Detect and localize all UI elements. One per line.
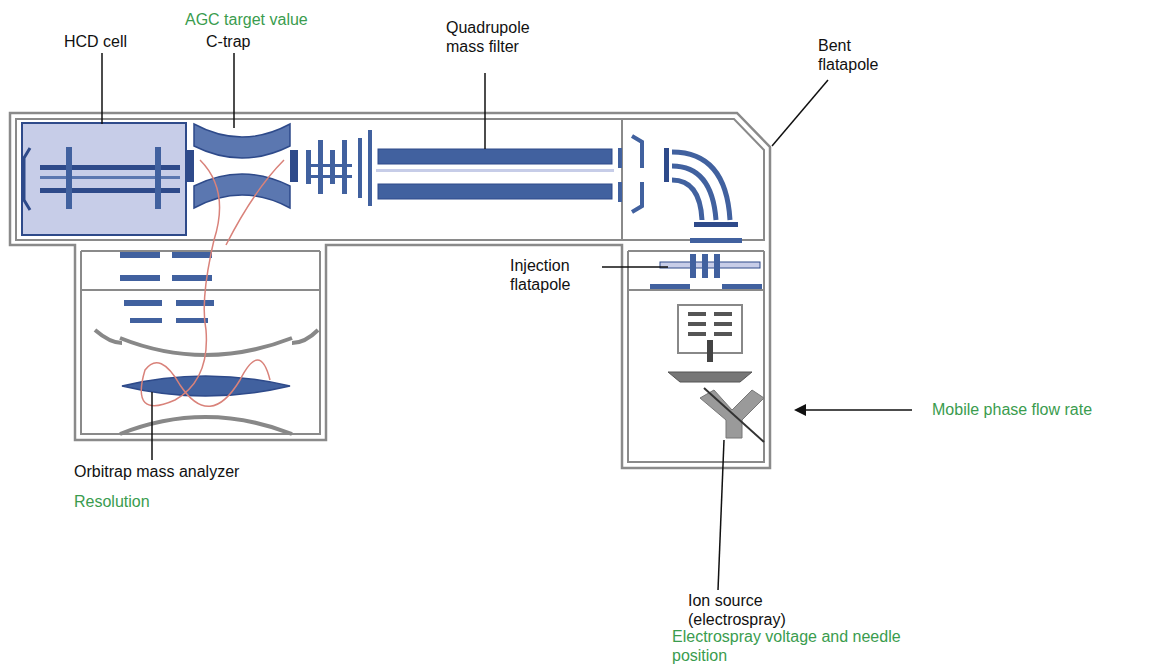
ion-trajectory	[141, 160, 270, 406]
parameter-label: AGC target value	[185, 10, 385, 29]
transfer-lenses	[306, 130, 372, 206]
hcd-endcap	[24, 148, 30, 210]
leader-line	[102, 53, 828, 590]
hcd-cell	[22, 123, 186, 235]
c-trap-gate	[290, 150, 298, 182]
part-name: HCD cell	[64, 32, 184, 51]
ion-trajectory	[226, 160, 284, 245]
c-trap-gate	[186, 150, 194, 182]
chamber-wall	[621, 119, 623, 240]
chamber-wall	[628, 251, 764, 462]
lens	[664, 148, 669, 182]
parameter-label: Mobile phase flow rate	[932, 400, 1152, 419]
part-name: Injection flatapole	[510, 256, 600, 294]
part-name: C-trap	[206, 32, 306, 51]
housing-outline	[10, 113, 770, 468]
part-name: Orbitrap mass analyzer	[74, 462, 304, 481]
parameter-label: Electrospray voltage and needle position	[672, 627, 902, 665]
lens	[632, 136, 642, 212]
quadrupole-rod	[378, 149, 612, 164]
chamber-wall	[81, 251, 320, 434]
bent-flatapole	[672, 152, 730, 220]
parameter-label: Resolution	[74, 492, 224, 511]
hcd-lens	[66, 147, 72, 209]
chamber-wall	[81, 250, 320, 252]
lens	[690, 238, 742, 243]
lens	[618, 148, 622, 202]
hcd-lens	[155, 147, 161, 209]
s-lens	[668, 305, 752, 382]
lens	[694, 222, 738, 227]
quadrupole-rod	[376, 169, 614, 172]
c-trap-electrode	[194, 174, 290, 208]
chamber-wall	[628, 251, 764, 290]
c-trap-electrode	[194, 124, 290, 158]
part-name: Bent flatapole	[818, 36, 908, 74]
injection-flatapole	[650, 254, 762, 289]
electrospray-source	[700, 388, 764, 442]
quadrupole-rod	[378, 184, 612, 199]
chamber-wall	[81, 289, 320, 291]
part-name: Quadrupole mass filter	[446, 18, 556, 56]
part-name: Ion source (electrospray)	[688, 591, 808, 629]
flow-arrow	[794, 404, 912, 416]
housing-inner-wall	[16, 119, 764, 240]
